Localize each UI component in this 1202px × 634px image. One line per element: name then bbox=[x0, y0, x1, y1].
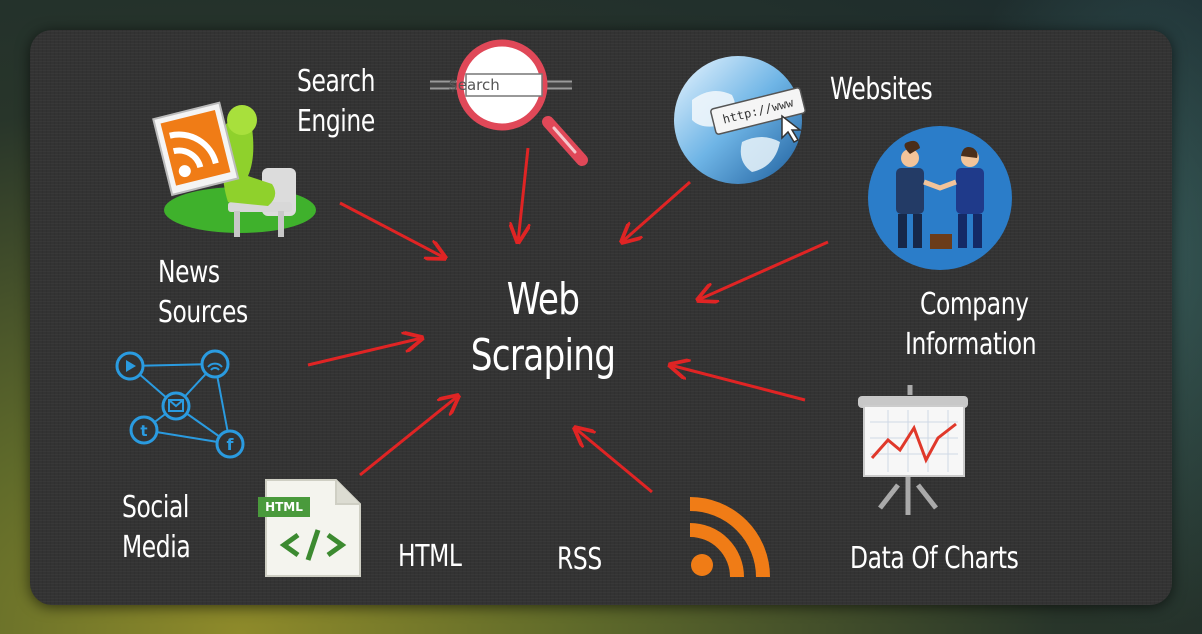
html-file-icon bbox=[258, 480, 360, 576]
websites-label: Websites bbox=[830, 70, 932, 110]
arrow-rss bbox=[575, 428, 652, 492]
rss-label: RSS bbox=[557, 540, 602, 580]
company-information-line2: Information bbox=[905, 325, 1036, 365]
search-engine-label: Search Engine bbox=[297, 62, 375, 142]
chalkboard-panel: t f bbox=[30, 30, 1172, 605]
social-media-line2: Media bbox=[122, 528, 190, 568]
social-media-label: Social Media bbox=[122, 488, 190, 568]
company-information-label: Company bbox=[920, 285, 1029, 325]
social-network-icon: t f bbox=[117, 351, 243, 457]
svg-text:f: f bbox=[227, 435, 235, 454]
company-information-line1: Company bbox=[920, 285, 1029, 325]
center-title-line2: Scraping bbox=[465, 328, 621, 384]
social-media-line1: Social bbox=[122, 488, 190, 528]
news-reader-icon bbox=[153, 103, 316, 237]
arrow-html bbox=[360, 396, 458, 475]
center-node: Web Scraping bbox=[465, 272, 621, 384]
arrow-websites bbox=[622, 182, 690, 242]
arrow-news bbox=[340, 203, 445, 258]
chart-easel-icon bbox=[858, 385, 968, 515]
search-engine-line2: Engine bbox=[297, 102, 375, 142]
arrow-charts bbox=[670, 365, 805, 400]
company-information-label-2: Information bbox=[905, 325, 1036, 365]
arrow-social bbox=[308, 338, 422, 365]
news-sources-label: News Sources bbox=[158, 253, 248, 333]
search-engine-line1: Search bbox=[297, 62, 375, 102]
html-file-tag: HTML bbox=[258, 497, 310, 517]
arrow-search bbox=[518, 148, 528, 242]
handshake-icon bbox=[868, 126, 1012, 270]
search-icon bbox=[430, 43, 582, 160]
news-sources-line1: News bbox=[158, 253, 248, 293]
center-title-line1: Web bbox=[465, 272, 621, 328]
svg-text:t: t bbox=[140, 422, 147, 440]
data-of-charts-label: Data Of Charts bbox=[850, 539, 1018, 579]
rss-icon bbox=[690, 504, 763, 577]
arrow-company bbox=[698, 242, 828, 300]
search-icon-text: $earch bbox=[436, 74, 512, 96]
html-label: HTML bbox=[398, 537, 462, 577]
news-sources-line2: Sources bbox=[158, 293, 248, 333]
